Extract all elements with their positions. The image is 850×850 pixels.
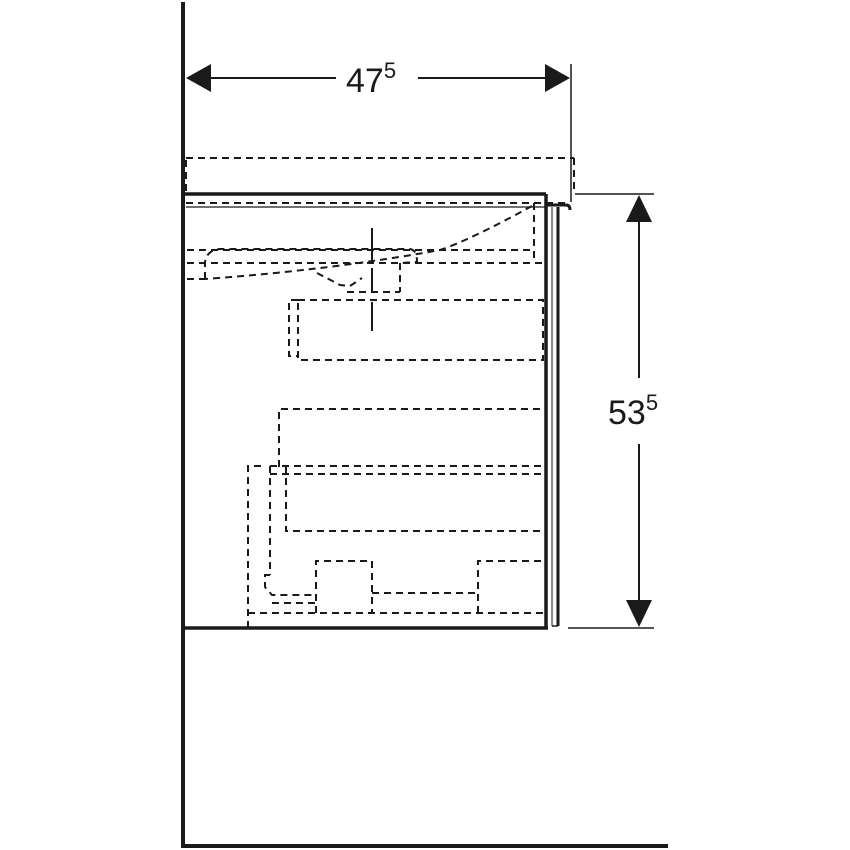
cabinet-body: [183, 192, 572, 630]
depth-value: 47: [346, 62, 384, 100]
height-value: 53: [608, 394, 646, 432]
arrowhead-down-icon: [626, 600, 652, 627]
basin-hidden-lines: [187, 203, 545, 293]
depth-dimension-label: 475: [346, 58, 396, 100]
arrowhead-left-icon: [186, 64, 211, 92]
wall-and-floor: [181, 2, 668, 848]
arrowhead-right-icon: [545, 64, 570, 92]
depth-value-superscript: 5: [384, 58, 396, 83]
siphon-hidden-outline: [288, 299, 544, 361]
countertop-hidden-outline: [185, 157, 575, 204]
drawer-hidden-outlines: [247, 408, 544, 628]
height-value-superscript: 5: [646, 390, 658, 415]
depth-dimension: [186, 64, 572, 202]
height-dimension: [568, 193, 654, 629]
drawer-handle-icon: [547, 203, 572, 211]
arrowhead-up-icon: [626, 195, 652, 222]
height-dimension-label: 535: [608, 390, 658, 432]
